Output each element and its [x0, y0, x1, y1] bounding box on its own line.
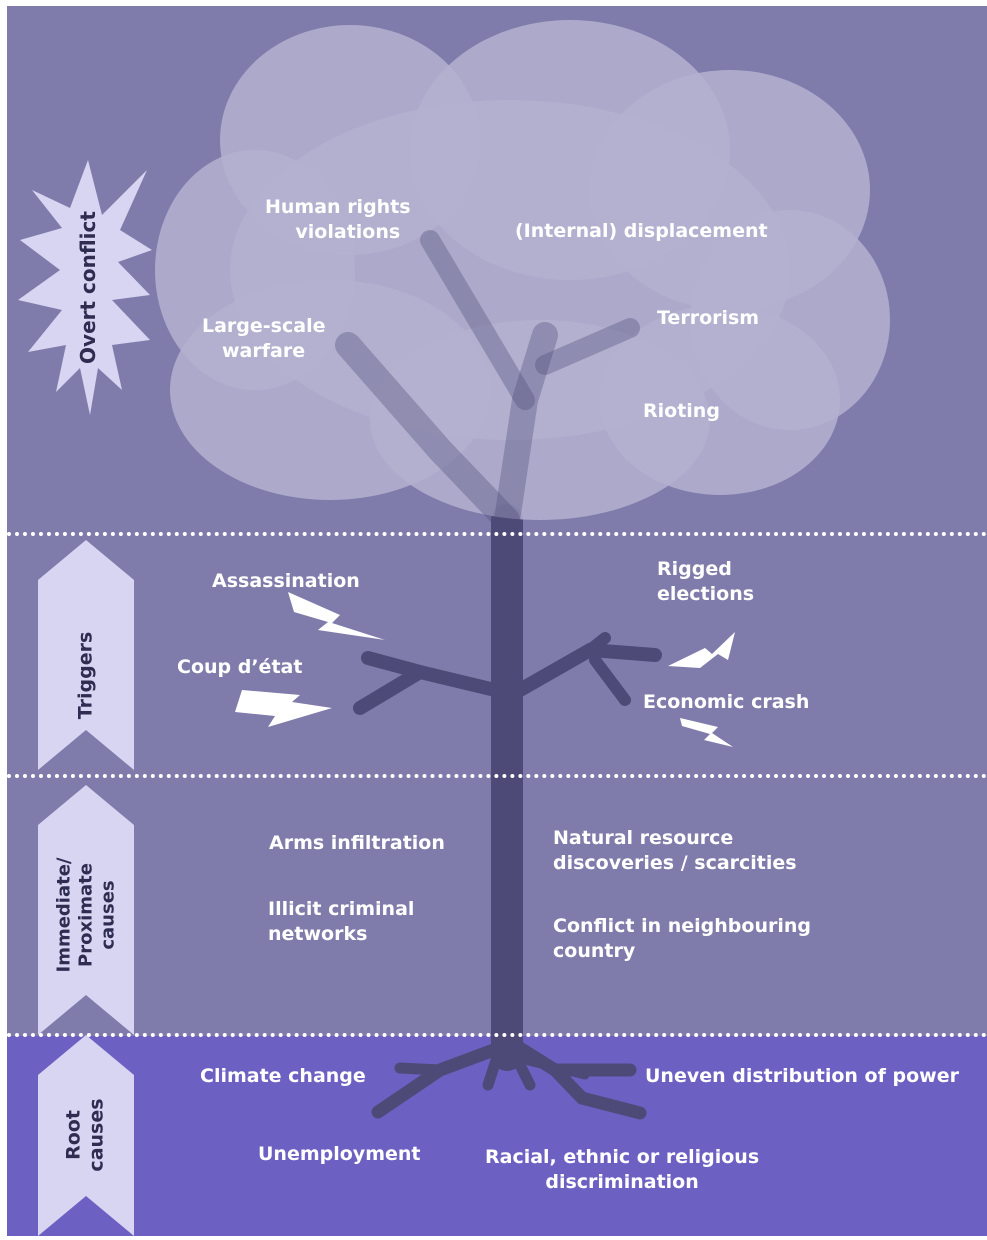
triggers-chevron: [38, 540, 134, 770]
item-uneven-distribution: Uneven distribution of power: [645, 1065, 959, 1087]
lightning-bolt-icon: [668, 632, 735, 668]
overt-conflict-label-text: Overt conflict: [75, 211, 100, 364]
branch-center: [494, 322, 558, 533]
cloud-branches: [335, 230, 640, 533]
separator-line: [7, 774, 987, 778]
branch-right-twig: [584, 632, 611, 656]
item-text: Conflict in neighbouring: [553, 915, 811, 937]
root-middle-right: [504, 1039, 536, 1091]
root-fine: [520, 1055, 590, 1080]
item-text: Illicit criminal: [268, 898, 415, 920]
root-label-line-2: causes: [86, 1098, 108, 1172]
item-text: Natural resource: [553, 827, 734, 849]
item-terrorism: Terrorism: [657, 307, 760, 329]
item-arms-infiltration: Arms infiltration: [269, 832, 445, 854]
item-climate-change: Climate change: [200, 1065, 366, 1087]
proximate-label-line-3: causes: [97, 880, 119, 950]
proximate-chevron: [38, 785, 134, 1035]
triggers-label: Triggers: [38, 580, 134, 770]
separator-line: [7, 532, 987, 536]
item-text: country: [553, 940, 636, 962]
lightning-bolt-icon: [288, 592, 385, 640]
item-rioting: Rioting: [643, 400, 720, 422]
cloud-canopy: [155, 20, 890, 520]
item-text: violations: [295, 221, 401, 243]
item-economic-crash: Economic crash: [643, 691, 810, 713]
root-chevron: [38, 1035, 134, 1236]
item-text: Rigged: [657, 558, 732, 580]
branch-right-lower: [589, 654, 631, 706]
tree-trunk-and-roots: [353, 504, 662, 1120]
separator-line: [7, 1033, 987, 1037]
proximate-label: Immediate/ Proximate causes: [38, 810, 134, 1020]
item-conflict-neighbouring: Conflict in neighbouring country: [553, 914, 811, 964]
root-causes-label-text: Root causes: [63, 1098, 109, 1171]
item-illicit-criminal-networks: Illicit criminal networks: [268, 897, 414, 947]
triggers-label-text: Triggers: [74, 631, 97, 719]
proximate-label-text: Immediate/ Proximate causes: [53, 857, 119, 972]
root-label-line-1: Root: [63, 1110, 85, 1160]
branch-warfare: [335, 332, 520, 533]
item-text: discoveries / scarcities: [553, 852, 797, 874]
item-assassination: Assassination: [212, 570, 360, 592]
item-text: discrimination: [545, 1171, 699, 1193]
item-text: networks: [268, 923, 368, 945]
item-coup-detat: Coup d’état: [177, 656, 303, 678]
lightning-bolts: [235, 592, 735, 747]
item-unemployment: Unemployment: [258, 1143, 421, 1165]
item-text: Racial, ethnic or religious: [485, 1146, 760, 1168]
item-internal-displacement: (Internal) displacement: [515, 220, 768, 242]
item-human-rights-violations: Human rights violations: [265, 195, 411, 245]
root-left-branch: [394, 1062, 446, 1076]
overt-conflict-starburst: [18, 160, 152, 415]
root-causes-label: Root causes: [38, 1060, 134, 1210]
item-large-scale-warfare: Large-scale warfare: [202, 314, 325, 364]
branch-terrorism: [535, 318, 640, 375]
item-natural-resource: Natural resource discoveries / scarcitie…: [553, 826, 797, 876]
branch-left-lower: [353, 665, 427, 715]
proximate-label-line-2: Proximate: [75, 863, 97, 967]
overt-conflict-label: Overt conflict: [18, 160, 158, 415]
lightning-bolt-icon: [680, 718, 733, 747]
proximate-label-line-1: Immediate/: [53, 857, 75, 973]
item-rigged-elections: Rigged elections: [657, 557, 754, 607]
item-text: elections: [657, 583, 755, 605]
item-text: Large-scale: [202, 315, 326, 337]
branch-human-rights: [420, 230, 535, 410]
item-text: Human rights: [265, 196, 411, 218]
lightning-bolt-icon: [235, 690, 332, 727]
root-right-lower: [548, 1063, 647, 1120]
item-racial-discrimination: Racial, ethnic or religious discriminati…: [485, 1145, 759, 1195]
item-text: warfare: [222, 340, 306, 362]
branch-right: [513, 642, 662, 697]
root-middle-left: [482, 1042, 506, 1091]
